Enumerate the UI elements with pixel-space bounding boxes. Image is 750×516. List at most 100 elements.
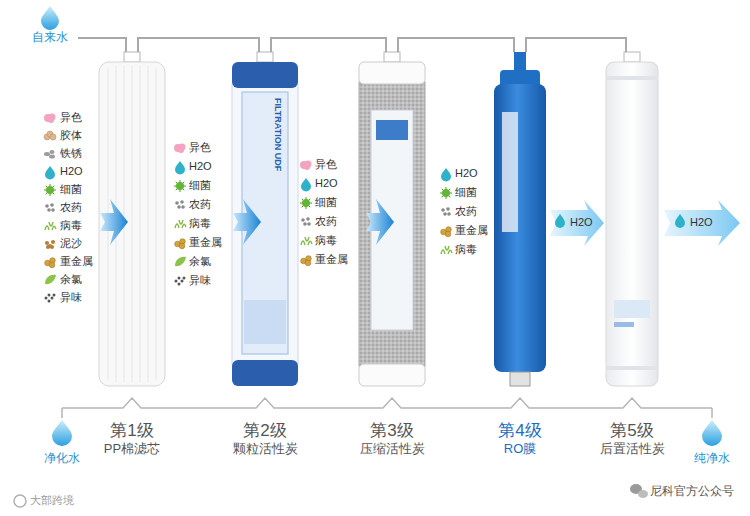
contaminant-label: 细菌 bbox=[315, 196, 337, 209]
contaminant-label: 农药 bbox=[315, 215, 337, 228]
contaminant-icon bbox=[175, 239, 186, 249]
filter-stage: 第5级后置活性炭 bbox=[596, 52, 669, 462]
stage-number: 第2级 bbox=[243, 420, 286, 441]
contaminant-icon bbox=[45, 275, 56, 284]
contaminant-icon bbox=[45, 294, 56, 303]
contaminant-label: 异色 bbox=[315, 158, 337, 171]
contaminant-label: 重金属 bbox=[315, 253, 348, 266]
contaminant-icon bbox=[44, 131, 56, 140]
contaminant-icon bbox=[301, 217, 311, 226]
contaminant-label: H2O bbox=[60, 165, 83, 178]
granular-carbon-cartridge bbox=[232, 62, 298, 386]
contaminant-icon bbox=[174, 180, 186, 192]
contaminant-label: 泥沙 bbox=[60, 237, 82, 250]
pp-cartridge bbox=[99, 62, 165, 386]
contaminant-icon bbox=[175, 220, 186, 228]
stage-name: 后置活性炭 bbox=[600, 441, 665, 457]
stage-name: RO膜 bbox=[504, 441, 537, 457]
contaminant-icon bbox=[44, 150, 55, 159]
pipe-connector bbox=[398, 38, 514, 52]
contaminant-icon bbox=[175, 161, 185, 175]
contaminant-label: 细菌 bbox=[455, 186, 477, 199]
contaminant-icon bbox=[441, 168, 451, 182]
contaminant-icon bbox=[175, 277, 186, 286]
outlet-label: 纯净水 bbox=[694, 451, 730, 465]
post-carbon-cartridge bbox=[606, 62, 658, 386]
contaminant-label: H2O bbox=[455, 167, 478, 180]
cartridge-print: FILTRATION UDF bbox=[272, 98, 283, 171]
contaminant-icon bbox=[441, 207, 451, 216]
contaminant-label: 异色 bbox=[60, 111, 82, 124]
contaminant-icon bbox=[441, 227, 452, 237]
filter-stage: 第3级压缩活性炭 bbox=[356, 52, 429, 462]
pipe-connector bbox=[138, 38, 259, 52]
pipe-connector bbox=[271, 38, 386, 52]
contaminant-icon bbox=[300, 161, 312, 171]
contaminant-label: 重金属 bbox=[455, 224, 488, 237]
contaminant-icon bbox=[175, 257, 186, 266]
contaminant-icon bbox=[45, 240, 55, 249]
contaminant-label: 铁锈 bbox=[60, 147, 82, 160]
contaminant-label: 病毒 bbox=[189, 217, 211, 230]
contaminant-label: H2O bbox=[189, 160, 212, 173]
contaminant-icons bbox=[44, 114, 452, 303]
carbon-block-cartridge bbox=[359, 62, 425, 386]
filter-stage: 第2级颗粒活性炭 bbox=[229, 52, 302, 462]
ro-membrane bbox=[494, 52, 546, 386]
watermark: 大部跨境 bbox=[30, 494, 74, 507]
watermark-logo bbox=[14, 484, 648, 507]
pipe-stub bbox=[124, 52, 640, 62]
contaminant-label: 农药 bbox=[455, 205, 477, 218]
inlet-pipe bbox=[78, 38, 126, 52]
contaminant-label: 病毒 bbox=[455, 243, 477, 256]
contaminant-icon bbox=[301, 237, 312, 245]
contaminant-icon bbox=[300, 197, 312, 209]
contaminant-label: 异味 bbox=[189, 274, 211, 287]
contaminant-label: 细菌 bbox=[60, 183, 82, 196]
contaminant-label: 病毒 bbox=[315, 234, 337, 247]
stage-number: 第4级 bbox=[498, 420, 541, 441]
stage-name: 颗粒活性炭 bbox=[233, 441, 298, 457]
contaminant-label: 异味 bbox=[60, 291, 82, 304]
contaminant-icon bbox=[441, 246, 452, 254]
water-label: H2O bbox=[690, 216, 713, 229]
contaminant-label: 农药 bbox=[60, 201, 82, 214]
contaminant-icon bbox=[45, 258, 56, 268]
contaminant-icon bbox=[175, 200, 185, 209]
contaminant-label: 病毒 bbox=[60, 219, 82, 232]
contaminant-label: 胶体 bbox=[60, 129, 82, 142]
flow-arrow bbox=[100, 199, 394, 245]
stage-name: PP棉滤芯 bbox=[104, 441, 160, 457]
stage-number: 第3级 bbox=[370, 420, 413, 441]
contaminant-label: 余氯 bbox=[60, 273, 82, 286]
outlet-line bbox=[62, 398, 712, 418]
contaminant-icon bbox=[174, 144, 186, 154]
contaminant-icon bbox=[44, 184, 56, 196]
contaminant-label: 重金属 bbox=[189, 236, 222, 249]
inlet-label: 自来水 bbox=[32, 30, 68, 44]
stage-number: 第5级 bbox=[610, 420, 653, 441]
contaminant-icon bbox=[301, 256, 312, 266]
stage-number: 第1级 bbox=[110, 420, 153, 441]
contaminant-icon bbox=[45, 222, 56, 230]
filter-stage: 第1级PP棉滤芯 bbox=[99, 52, 165, 462]
stage-name: 压缩活性炭 bbox=[360, 441, 425, 457]
contaminant-label: 异色 bbox=[189, 141, 211, 154]
contaminant-icon bbox=[45, 166, 55, 180]
contaminant-icon bbox=[440, 187, 452, 199]
contaminant-label: 细菌 bbox=[189, 179, 211, 192]
contaminant-label: H2O bbox=[315, 177, 338, 190]
filter-stage: 第4级RO膜 bbox=[492, 52, 548, 462]
watermark: 尼科官方公众号 bbox=[650, 484, 734, 498]
outlet-label: 净化水 bbox=[44, 451, 80, 465]
contaminant-icon bbox=[44, 114, 56, 124]
contaminant-label: 重金属 bbox=[60, 255, 93, 268]
water-label: H2O bbox=[570, 216, 593, 229]
contaminant-label: 农药 bbox=[189, 198, 211, 211]
pipe-connector bbox=[526, 38, 626, 52]
contaminant-icon bbox=[301, 178, 311, 192]
contaminant-label: 余氯 bbox=[189, 255, 211, 268]
contaminant-icon bbox=[45, 203, 55, 212]
water-drop bbox=[41, 6, 59, 30]
